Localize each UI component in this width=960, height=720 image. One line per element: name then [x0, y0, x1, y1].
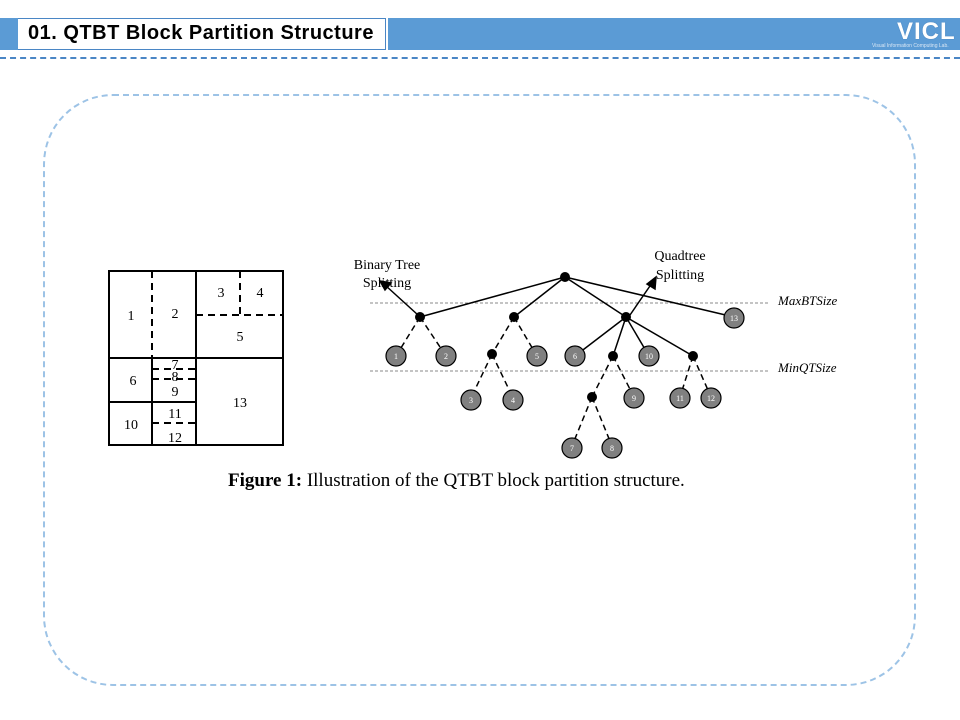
leaf-node-13 [723, 307, 745, 329]
root-node [560, 272, 570, 282]
internal-node [688, 351, 698, 361]
vicl-logo: VICL [897, 18, 956, 45]
max-bt-label: MaxBTSize [777, 293, 837, 308]
block-label-10: 10 [124, 418, 138, 433]
quadtree-label-1: Quadtree [654, 249, 705, 264]
leaf-label-4: 4 [511, 396, 515, 405]
leaf-label-10: 10 [645, 352, 653, 361]
block-label-2: 2 [172, 307, 179, 322]
internal-node [415, 312, 425, 322]
internal-node [608, 351, 618, 361]
leaf-label-6: 6 [573, 352, 577, 361]
block-label-7: 7 [172, 358, 179, 373]
leaf-node-2 [435, 345, 457, 367]
block-label-3: 3 [218, 286, 225, 301]
leaf-label-2: 2 [444, 352, 448, 361]
block-label-8: 8 [172, 370, 179, 385]
title-accent [0, 18, 18, 50]
binary-tree-label-1: Binary Tree [354, 258, 421, 273]
leaf-label-13: 13 [730, 314, 738, 323]
leaf-node-12 [700, 387, 722, 409]
block-label-4: 4 [257, 286, 264, 301]
leaf-node-8 [601, 437, 623, 459]
title-box [18, 18, 386, 50]
leaf-label-12: 12 [707, 394, 715, 403]
leaf-label-11: 11 [676, 394, 684, 403]
binary-tree-label-2: Splitting [363, 276, 411, 291]
leaf-node-6 [564, 345, 586, 367]
block-label-12: 12 [168, 431, 182, 446]
leaf-node-10 [638, 345, 660, 367]
leaf-node-9 [623, 387, 645, 409]
leaf-node-7 [561, 437, 583, 459]
leaf-node-11 [669, 387, 691, 409]
internal-node [487, 349, 497, 359]
caption-text: Illustration of the QTBT block partition… [302, 470, 685, 491]
partition-block [108, 270, 284, 446]
leaf-label-5: 5 [535, 352, 539, 361]
leaf-node-3 [460, 389, 482, 411]
content-frame [43, 94, 916, 686]
qtbt-figure: 1 2 3 4 5 6 7 8 9 10 11 12 13 MaxBTSize … [108, 249, 837, 459]
leaf-node-1 [385, 345, 407, 367]
block-label-9: 9 [172, 385, 179, 400]
internal-node [621, 312, 631, 322]
block-label-6: 6 [130, 374, 137, 389]
page-title: 01. QTBT Block Partition Structure [28, 22, 374, 44]
leaf-label-9: 9 [632, 394, 636, 403]
min-qt-label: MinQTSize [777, 360, 837, 375]
quadtree-label-2: Splitting [656, 268, 704, 283]
leaf-label-8: 8 [610, 444, 614, 453]
figure-caption: Figure 1: Illustration of the QTBT block… [228, 470, 685, 492]
internal-node [509, 312, 519, 322]
logo-subtitle: Visual Information Computing Lab. [872, 43, 949, 49]
leaf-label-1: 1 [394, 352, 398, 361]
leaf-label-7: 7 [570, 444, 574, 453]
leaf-node-4 [502, 389, 524, 411]
block-label-11: 11 [168, 407, 181, 422]
block-label-13: 13 [233, 396, 247, 411]
caption-label: Figure 1: [228, 470, 303, 491]
leaf-node-5 [526, 345, 548, 367]
block-label-5: 5 [237, 330, 244, 345]
header-banner [388, 18, 960, 50]
block-label-1: 1 [128, 309, 135, 324]
internal-node [587, 392, 597, 402]
header-divider [0, 57, 960, 59]
leaf-label-3: 3 [469, 396, 473, 405]
